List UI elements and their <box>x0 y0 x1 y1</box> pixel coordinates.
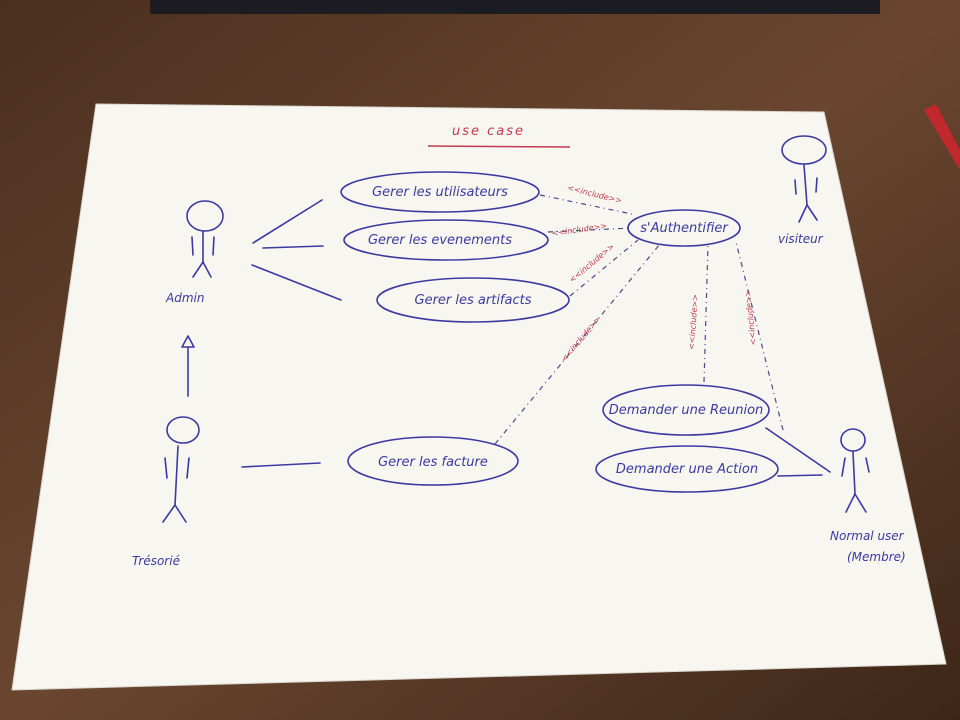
actor-visiteur <box>781 135 827 223</box>
include-utilisateurs <box>539 194 633 215</box>
usecase-demander-action-label: Demander une Action <box>616 462 758 477</box>
usecase-gerer-facture: Gerer les facture <box>347 436 519 486</box>
usecase-authentifier: s'Authentifier <box>627 209 741 247</box>
usecase-gerer-facture-label: Gerer les facture <box>378 455 488 470</box>
dark-object <box>150 0 880 14</box>
usecase-demander-action: Demander une Action <box>595 445 779 493</box>
red-marker <box>924 104 960 170</box>
include-facture <box>494 243 661 445</box>
paper-sheet <box>11 103 947 691</box>
assoc-admin-utilisateurs <box>252 199 323 244</box>
generalization-arrow <box>181 335 195 397</box>
actor-tresorie-label: Trésorié <box>132 554 180 568</box>
usecase-demander-reunion: Demander une Reunion <box>602 384 770 436</box>
usecase-gerer-evenements: Gerer les evenements <box>343 219 549 261</box>
include-reunion <box>703 243 709 383</box>
usecase-gerer-utilisateurs: Gerer les utilisateurs <box>340 171 540 213</box>
include-evenements <box>547 227 633 233</box>
usecase-gerer-evenements-label: Gerer les evenements <box>368 233 512 248</box>
actor-normal-user-sublabel: (Membre) <box>847 550 906 564</box>
usecase-authentifier-label: s'Authentifier <box>640 221 729 236</box>
actor-tresorie <box>162 416 200 523</box>
actor-normal-user-label: Normal user <box>830 529 905 543</box>
usecase-gerer-artifacts: Gerer les artifacts <box>376 277 570 323</box>
actor-visiteur-label: visiteur <box>778 232 824 246</box>
title-underline <box>427 145 571 148</box>
usecase-demander-reunion-label: Demander une Reunion <box>609 403 764 418</box>
include-label-5: <<include>> <box>687 294 700 350</box>
assoc-tresorie-facture <box>241 462 321 468</box>
include-action <box>735 241 784 431</box>
actor-admin <box>186 200 224 278</box>
assoc-user-reunion <box>765 427 831 473</box>
assoc-admin-artifacts <box>251 264 342 301</box>
include-artifacts <box>569 239 639 297</box>
actor-normal-user <box>840 428 870 513</box>
diagram-title: use case <box>452 124 525 139</box>
usecase-gerer-utilisateurs-label: Gerer les utilisateurs <box>372 185 508 200</box>
usecase-gerer-artifacts-label: Gerer les artifacts <box>415 293 532 308</box>
assoc-user-action <box>777 474 823 477</box>
actor-admin-label: Admin <box>165 291 204 305</box>
assoc-admin-evenements <box>262 245 324 249</box>
